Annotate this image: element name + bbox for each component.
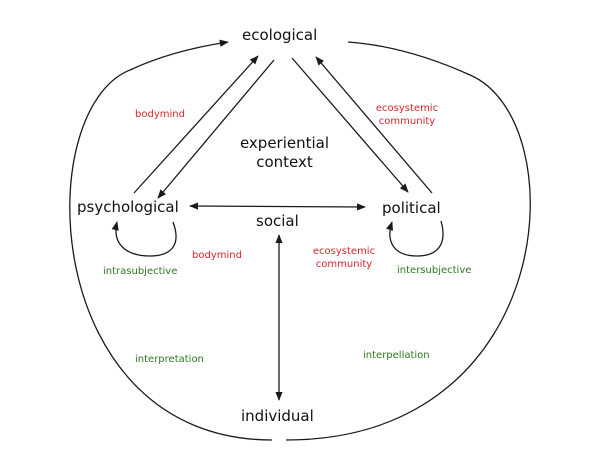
annotation-interpellation: interpellation [363,350,430,361]
annotation-ecosystemic-mid: ecosystemic community [309,246,379,271]
annotation-bodymind-top: bodymind [135,109,185,120]
arrow-political-to-ecological [315,56,433,194]
annotation-intrasubjective: intrasubjective [103,266,178,277]
ecological-label-bg [233,26,348,50]
loop-psychological [111,221,177,257]
node-individual: individual [241,407,314,425]
annotation-ecosystemic-mid-line2: community [315,258,373,270]
arrow-ecological-to-psychological [157,59,275,199]
center-label: experiential context [232,134,337,172]
arrow-psychological-to-ecological [133,55,259,194]
outer-circle-right-arc [285,41,531,441]
annotation-ecosystemic-top-line1: ecosystemic [375,103,439,114]
arrow-ecological-to-political [291,57,409,193]
annotation-bodymind-mid: bodymind [192,250,242,261]
center-label-line1: experiential [239,134,330,152]
annotation-ecosystemic-top: ecosystemic community [372,103,442,128]
annotation-ecosystemic-top-line2: community [378,115,436,127]
node-psychological: psychological [77,198,179,216]
node-ecological: ecological [242,26,318,44]
annotation-interpretation: interpretation [135,354,204,365]
center-label-line2: context [256,152,313,171]
annotation-ecosystemic-mid-line1: ecosystemic [312,246,376,257]
outer-circle-left-arc [69,39,273,441]
node-political: political [382,199,441,217]
arrow-psychological-political [189,202,366,211]
loop-political [386,220,444,257]
annotation-intersubjective: intersubjective [397,265,472,276]
node-social: social [256,212,299,230]
